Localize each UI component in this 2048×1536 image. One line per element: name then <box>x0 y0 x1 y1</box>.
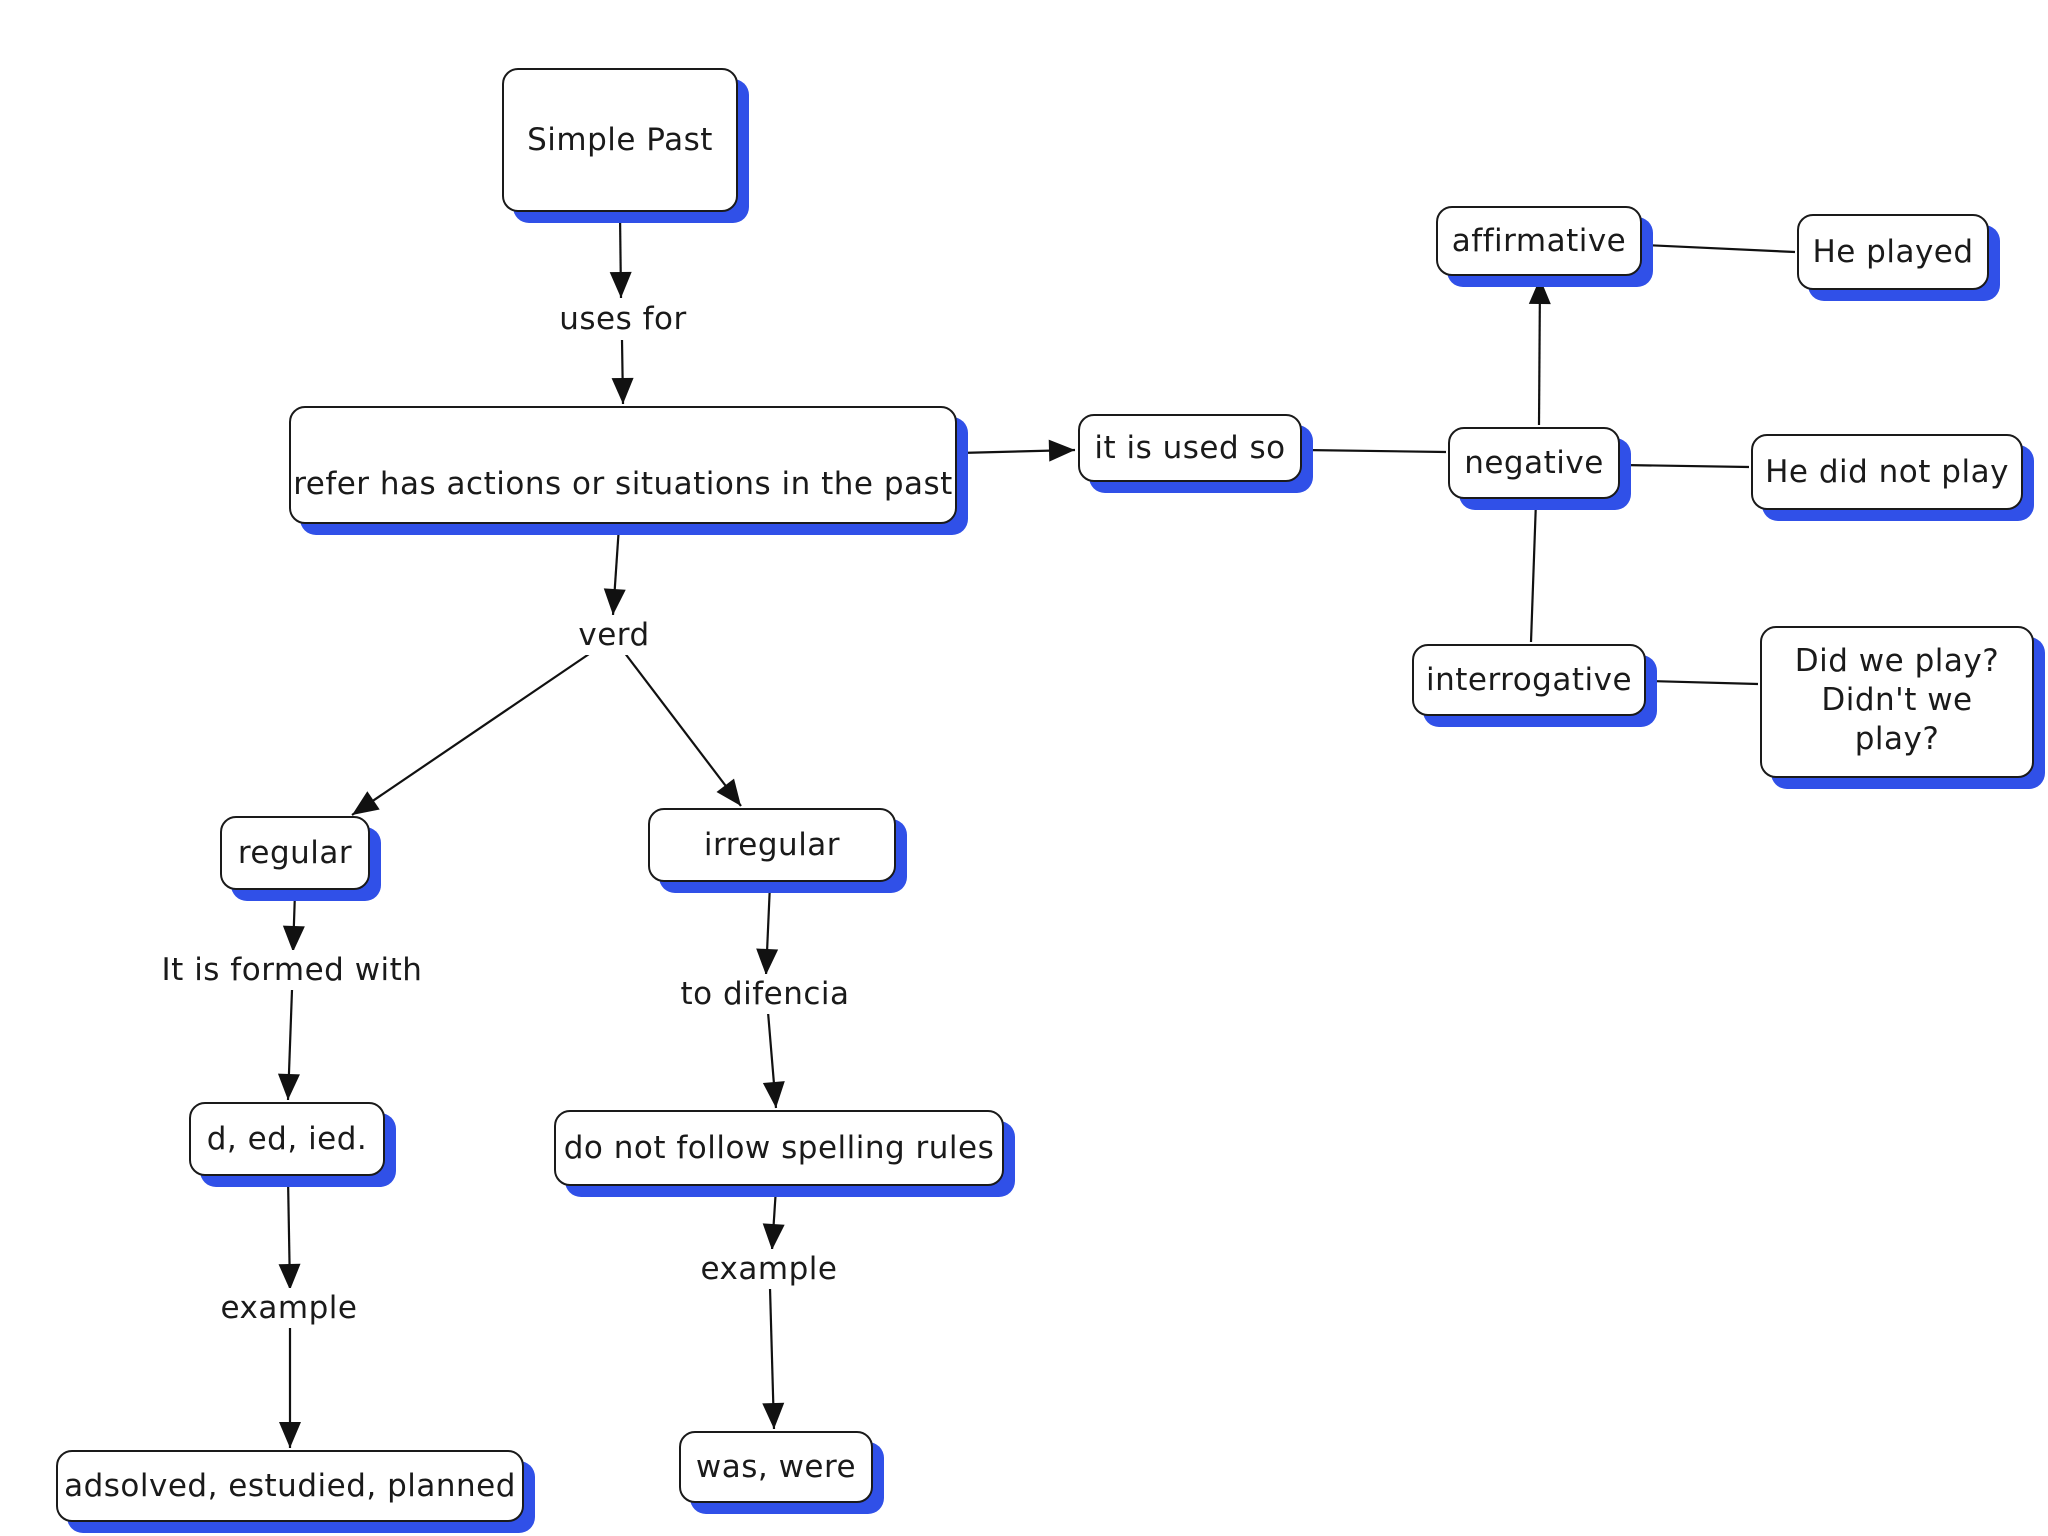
edge-verd-to-irregular-arrowhead <box>716 778 741 806</box>
edge-negative-to-interrogative <box>1529 500 1538 643</box>
edge-negative-to-he-did-not-play <box>1621 463 1750 469</box>
link-label-to-difencia: to difencia <box>676 974 854 1014</box>
edge-refer-to-it-is-used-so-arrowhead <box>1048 439 1075 462</box>
node-label: Simple Past <box>527 121 713 158</box>
node-label: He did not play <box>1765 453 2009 490</box>
node-label: it is used so <box>1094 429 1286 466</box>
node-label: Did we play? Didn't we play? <box>1794 643 2000 757</box>
node-irregular-examples[interactable]: was, were <box>679 1431 873 1503</box>
link-label-formed-with: It is formed with <box>157 950 427 990</box>
node-label: regular <box>237 834 353 871</box>
node-simple-past[interactable]: Simple Past <box>502 68 738 212</box>
node-do-not-follow-spelling-rules[interactable]: do not follow spelling rules <box>554 1110 1004 1186</box>
link-label-verd: verd <box>574 615 654 655</box>
node-label: was, were <box>695 1448 857 1485</box>
edge-to-difencia-to-do-not-follow-arrowhead <box>762 1081 785 1108</box>
edge-interrogative-to-did-we-play <box>1647 679 1759 686</box>
node-label: do not follow spelling rules <box>563 1129 995 1166</box>
node-refer-actions-past[interactable]: refer has actions or situations in the p… <box>289 406 957 524</box>
edge-uses-for-to-refer-arrowhead <box>611 377 634 404</box>
edge-verd-to-regular <box>351 651 593 816</box>
node-interrogative[interactable]: interrogative <box>1412 644 1646 716</box>
edge-it-is-used-so-to-negative <box>1303 448 1447 454</box>
node-label: affirmative <box>1451 222 1627 259</box>
node-irregular[interactable]: irregular <box>648 808 896 882</box>
node-he-played[interactable]: He played <box>1797 214 1989 290</box>
edge-d-ed-ied-to-example-arrowhead <box>278 1263 301 1290</box>
node-label: d, ed, ied. <box>206 1120 368 1157</box>
edge-negative-to-affirmative-arrowhead <box>1528 278 1551 305</box>
edge-verd-to-regular-arrowhead <box>352 791 380 815</box>
node-regular-examples[interactable]: adsolved, estudied, planned <box>56 1450 524 1522</box>
edge-affirmative-to-he-played <box>1643 243 1796 254</box>
node-affirmative[interactable]: affirmative <box>1436 206 1642 276</box>
node-d-ed-ied[interactable]: d, ed, ied. <box>189 1102 385 1176</box>
edge-example-to-adsolved-arrowhead <box>279 1422 301 1448</box>
edge-regular-to-formed-with-arrowhead <box>282 925 305 952</box>
edge-irregular-to-to-difencia-arrowhead <box>756 948 779 975</box>
edge-example-to-was-were-arrowhead <box>762 1402 785 1429</box>
node-label: irregular <box>703 826 841 863</box>
link-label-example-irregular: example <box>696 1249 842 1289</box>
edge-do-not-follow-to-example-arrowhead <box>762 1223 785 1250</box>
edge-verd-to-irregular <box>623 651 742 807</box>
node-negative[interactable]: negative <box>1448 427 1620 499</box>
edge-formed-with-to-d-ed-ied-arrowhead <box>277 1073 300 1100</box>
link-label-uses-for: uses for <box>555 299 691 339</box>
node-label: He played <box>1812 233 1974 270</box>
node-it-is-used-so[interactable]: it is used so <box>1078 414 1302 482</box>
node-label: interrogative <box>1425 661 1633 698</box>
node-label: refer has actions or situations in the p… <box>293 466 953 503</box>
edge-refer-to-verd-arrowhead <box>603 588 626 615</box>
link-label-example-regular: example <box>216 1288 362 1328</box>
edge-simple-past-to-uses-for-arrowhead <box>609 271 632 298</box>
node-label: negative <box>1464 444 1604 481</box>
node-regular[interactable]: regular <box>220 816 370 890</box>
node-label: adsolved, estudied, planned <box>64 1467 516 1504</box>
node-did-we-play[interactable]: Did we play? Didn't we play? <box>1760 626 2034 778</box>
node-he-did-not-play[interactable]: He did not play <box>1751 434 2023 510</box>
